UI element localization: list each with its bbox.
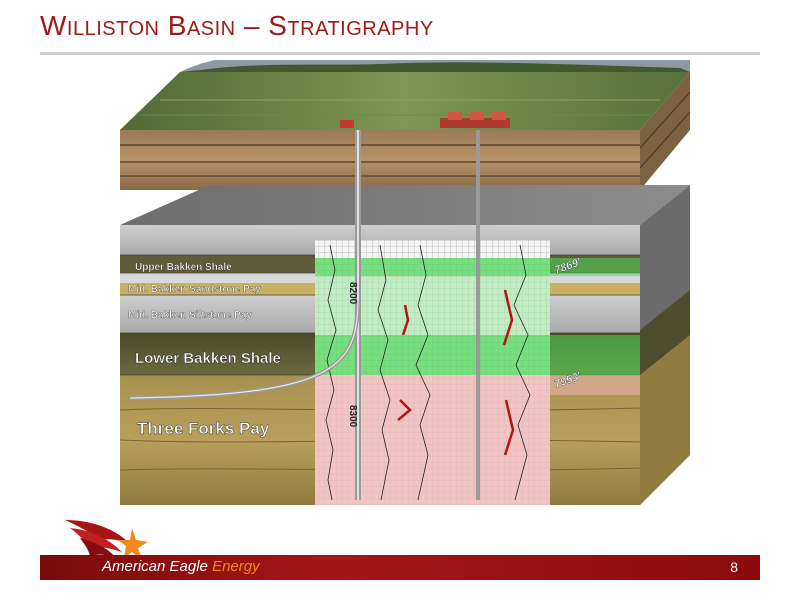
surface-block — [120, 60, 691, 190]
label-lower-bakken-shale: Lower Bakken Shale — [135, 350, 281, 367]
label-three-forks: Three Forks Pay — [137, 419, 270, 438]
stratigraphy-diagram: Upper Bakken Shale Mid. Bakken Sandstone… — [119, 60, 691, 505]
well-log-panel — [129, 130, 640, 505]
page-number: 8 — [730, 559, 738, 575]
lower-bakken-zone — [315, 335, 550, 375]
label-mid-bakken-sandstone: Mid. Bakken Sandstone Pay — [128, 284, 261, 295]
brand-name-main: American Eagle — [102, 558, 213, 575]
log-depth-lower: 8300 — [347, 405, 358, 428]
eagle-logo-icon — [65, 520, 148, 560]
three-forks-zone — [315, 375, 550, 505]
footer-bar: American Eagle Energy 8 — [40, 555, 760, 580]
brand-name: American Eagle Energy — [102, 558, 260, 575]
upper-bakken-zone — [315, 258, 550, 276]
label-upper-bakken-shale: Upper Bakken Shale — [135, 262, 232, 273]
slide-title: Williston Basin – Stratigraphy — [40, 10, 434, 41]
label-mid-bakken-siltstone: Mid. Bakken Siltstone Pay — [128, 310, 252, 321]
log-depth-upper: 8200 — [347, 282, 358, 305]
brand-name-accent: Energy — [212, 558, 260, 575]
title-divider — [40, 52, 760, 55]
